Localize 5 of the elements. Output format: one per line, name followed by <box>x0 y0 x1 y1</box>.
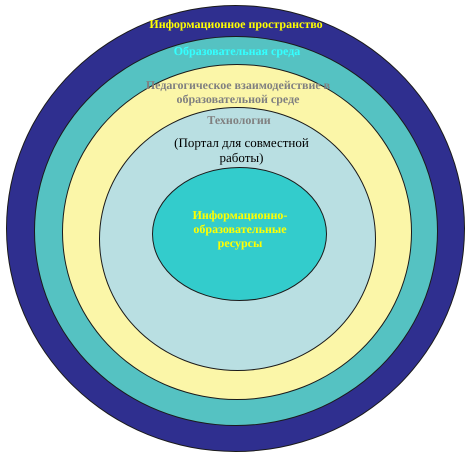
region-label: (Портал для совместной работы) <box>173 136 310 166</box>
region-label: Технологии <box>206 114 272 128</box>
region-label: Образовательная среда <box>172 45 302 59</box>
region-label: Информационное пространство <box>148 18 324 32</box>
region-label: Информационно-образовательные ресурсы <box>192 209 288 250</box>
